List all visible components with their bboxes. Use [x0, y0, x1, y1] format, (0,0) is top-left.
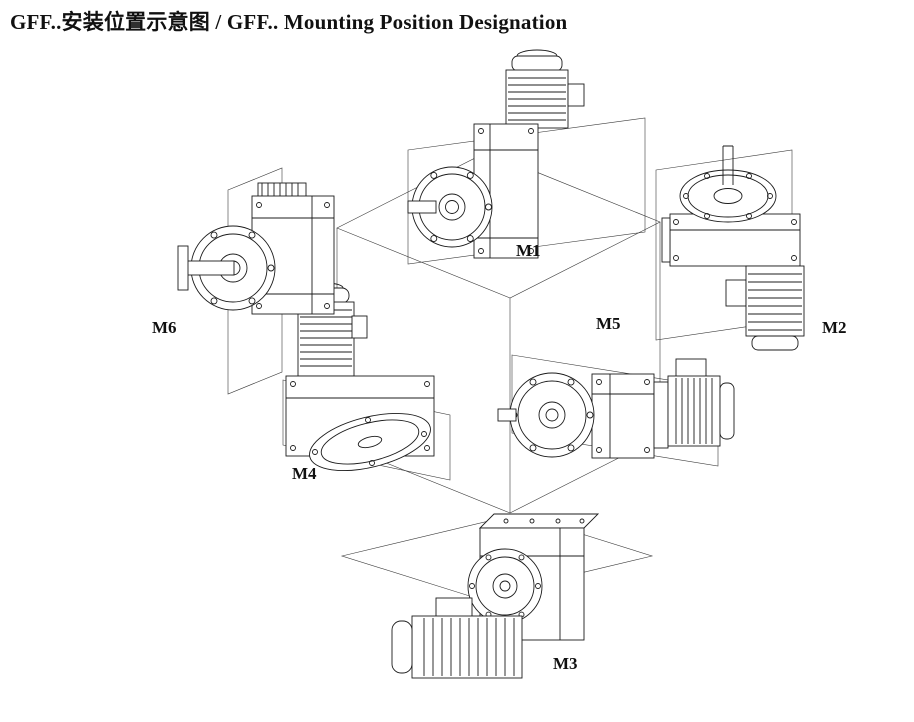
m2-terminal-box — [725, 279, 747, 307]
m3-fan-cap — [391, 620, 413, 674]
m1-output-shaft — [407, 200, 437, 214]
m1-motor-fins — [508, 77, 566, 121]
gearmotor-m5 — [497, 358, 735, 459]
mounting-plane-m3 — [340, 513, 654, 599]
label-m3: M3 — [553, 654, 578, 673]
label-m2: M2 — [822, 318, 847, 337]
mounting-plane-m6 — [227, 167, 283, 395]
m5-output-shaft — [497, 408, 517, 422]
m5-adapter — [653, 381, 669, 449]
m1-fan-cap — [511, 55, 563, 72]
m2-motor-fins — [748, 273, 802, 331]
gearmotor-m6 — [177, 182, 335, 315]
gearmotor-m4 — [285, 282, 435, 471]
m5-motor-fins — [675, 378, 713, 444]
m3-motor-fins — [423, 618, 515, 676]
m2-output-shaft — [722, 145, 734, 185]
m2-fan-cap — [751, 335, 799, 351]
m5-terminal-box — [675, 358, 707, 378]
m5-gear-housing — [591, 373, 655, 459]
mounting-plane-m1 — [407, 117, 646, 265]
m6-output-shaft — [185, 260, 235, 276]
label-m4: M4 — [292, 464, 317, 483]
gearmotor-m1 — [407, 49, 585, 259]
m5-fan-cap — [719, 382, 735, 440]
label-m5: M5 — [596, 314, 621, 333]
label-m6: M6 — [152, 318, 177, 337]
m3-terminal-box — [435, 597, 473, 619]
m6-rib-block — [257, 182, 307, 198]
gearmotor-m3 — [391, 513, 600, 679]
m4-output-flange — [309, 413, 431, 471]
m2-gear-housing — [669, 213, 801, 267]
m2-motor-body — [745, 265, 805, 337]
m3-motor-body — [411, 615, 523, 679]
label-m1: M1 — [516, 241, 541, 260]
page-title: GFF..安装位置示意图 / GFF.. Mounting Position D… — [10, 10, 568, 34]
gearmotor-m2 — [661, 145, 805, 351]
m4-terminal-box — [351, 315, 368, 339]
m1-terminal-box — [567, 83, 585, 107]
m6-torque-bracket — [177, 245, 189, 291]
